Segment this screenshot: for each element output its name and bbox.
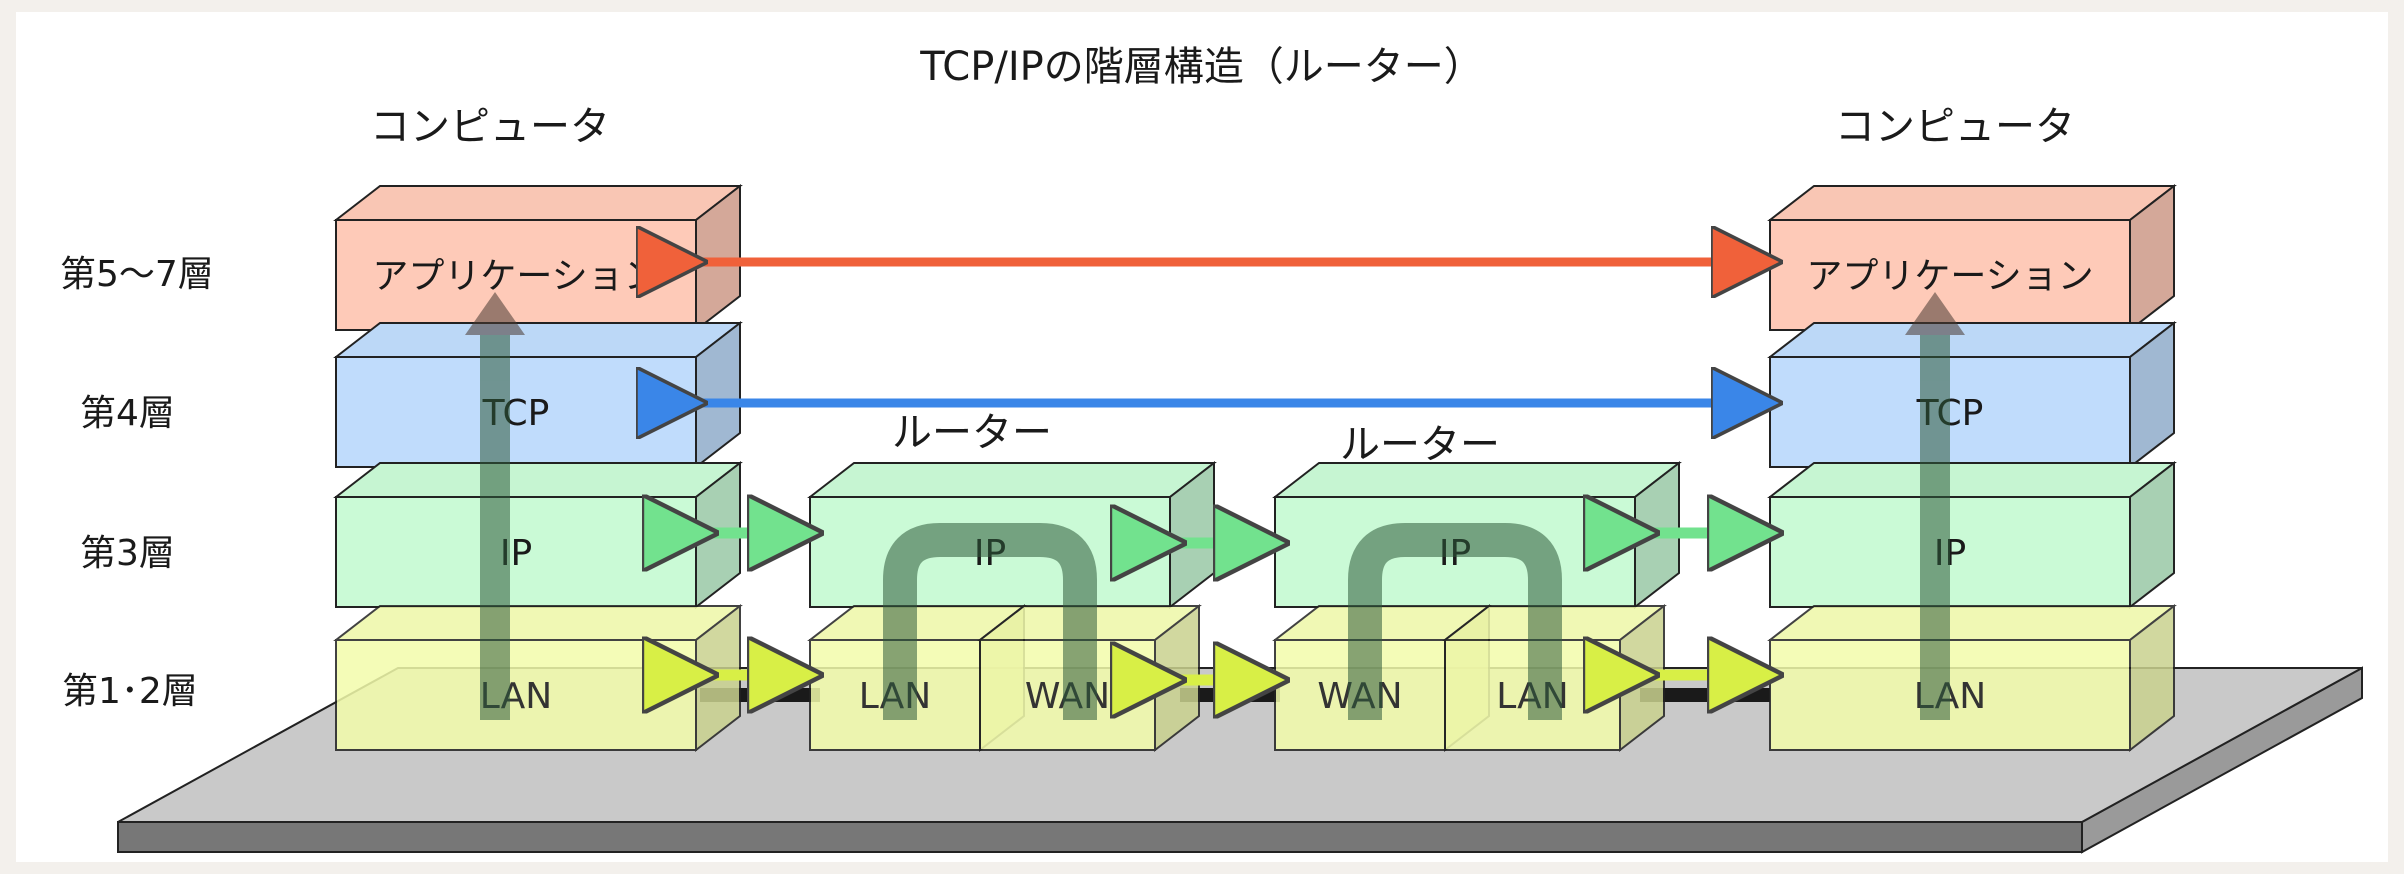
router-1-label: ルーター — [892, 410, 1052, 456]
computer-right-label: コンピュータ — [1835, 104, 2075, 150]
diagram-title: TCP/IPの階層構造（ルーター） — [919, 44, 1484, 90]
peer-arrows — [690, 262, 1765, 680]
computer-left-label: コンピュータ — [370, 104, 610, 150]
right-app-box-label: アプリケーション — [1806, 256, 2093, 297]
left-app-box-label: アプリケーション — [372, 256, 659, 297]
left-lan-box: LAN — [333, 603, 743, 753]
left-tcp-box: TCP — [333, 320, 743, 470]
layer-label-4: 第4層 — [80, 393, 175, 434]
right-app-box: アプリケーション — [1767, 183, 2177, 333]
router-2-label: ルーター — [1340, 422, 1500, 468]
left-ip-box: IP — [333, 460, 743, 610]
layer-label-3: 第3層 — [80, 533, 175, 574]
layer-label-1-2: 第1･2層 — [62, 671, 198, 712]
right-lan-box: LAN — [1767, 603, 2177, 753]
layer-label-5-7: 第5～7層 — [60, 254, 214, 295]
right-tcp-box: TCP — [1767, 320, 2177, 470]
right-ip-box: IP — [1767, 460, 2177, 610]
left-app-box: アプリケーション — [333, 183, 743, 333]
data-flow-paths — [465, 292, 1965, 720]
